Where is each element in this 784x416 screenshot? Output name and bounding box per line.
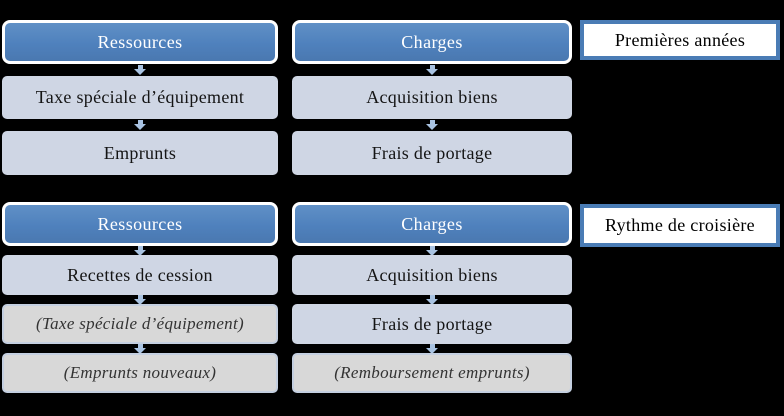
header-box-charges: Charges bbox=[292, 20, 572, 64]
connector bbox=[292, 294, 572, 305]
period-label-rythme-de-croisiere: Rythme de croisière bbox=[580, 204, 780, 247]
flow-box-recettes-de-cession: Recettes de cession bbox=[2, 255, 278, 295]
connector bbox=[292, 119, 572, 131]
flow-box-taxe-speciale: Taxe spéciale d’équipement bbox=[2, 76, 278, 119]
down-arrow-icon bbox=[134, 343, 146, 354]
flow-box-label: Emprunts bbox=[103, 142, 177, 163]
down-arrow-icon bbox=[426, 65, 438, 75]
connector bbox=[2, 245, 278, 256]
flow-box-frais-de-portage: Frais de portage bbox=[292, 304, 572, 344]
connector bbox=[292, 64, 572, 76]
flow-box-label: Acquisition biens bbox=[366, 87, 498, 107]
down-arrow-icon bbox=[426, 343, 438, 354]
down-arrow-icon bbox=[134, 294, 146, 305]
header-box-ressources: Ressources bbox=[2, 20, 278, 64]
flow-box-remboursement-emprunts: (Remboursement emprunts) bbox=[292, 353, 572, 393]
header-label: Ressources bbox=[97, 213, 183, 234]
period-label-text: Rythme de croisière bbox=[605, 215, 755, 235]
period-label-premieres-annees: Premières années bbox=[580, 20, 780, 60]
flow-box-label: Taxe spéciale d’équipement bbox=[35, 87, 245, 107]
down-arrow-icon bbox=[426, 245, 438, 256]
charges-column-2: Charges Acquisition biens Frais de porta… bbox=[292, 202, 572, 393]
header-label: Charges bbox=[401, 213, 463, 234]
down-arrow-icon bbox=[426, 294, 438, 305]
flow-box-emprunts-nouveaux: (Emprunts nouveaux) bbox=[2, 353, 278, 393]
connector bbox=[292, 245, 572, 256]
flow-box-label: Frais de portage bbox=[371, 142, 493, 163]
header-box-ressources: Ressources bbox=[2, 202, 278, 246]
flow-box-acquisition-biens: Acquisition biens bbox=[292, 76, 572, 119]
flow-box-frais-de-portage: Frais de portage bbox=[292, 131, 572, 175]
header-label: Ressources bbox=[97, 31, 183, 52]
connector bbox=[2, 343, 278, 354]
flow-box-label: (Taxe spéciale d’équipement) bbox=[36, 314, 244, 333]
connector bbox=[2, 294, 278, 305]
flow-box-label: Acquisition biens bbox=[366, 264, 498, 285]
connector bbox=[292, 343, 572, 354]
period-label-text: Premières années bbox=[614, 29, 746, 50]
down-arrow-icon bbox=[134, 65, 146, 75]
down-arrow-icon bbox=[426, 120, 438, 130]
flow-box-taxe-speciale-muted: (Taxe spéciale d’équipement) bbox=[2, 304, 278, 344]
down-arrow-icon bbox=[134, 120, 146, 130]
flow-box-label: Frais de portage bbox=[371, 313, 493, 334]
flow-box-label: (Emprunts nouveaux) bbox=[63, 363, 217, 382]
header-label: Charges bbox=[401, 31, 463, 52]
ressources-column-1: Ressources Taxe spéciale d’équipement Em… bbox=[2, 20, 278, 175]
flow-box-label: Recettes de cession bbox=[67, 264, 213, 285]
ressources-column-2: Ressources Recettes de cession (Taxe spé… bbox=[2, 202, 278, 393]
header-box-charges: Charges bbox=[292, 202, 572, 246]
connector bbox=[2, 119, 278, 131]
charges-column-1: Charges Acquisition biens Frais de porta… bbox=[292, 20, 572, 175]
flow-box-acquisition-biens: Acquisition biens bbox=[292, 255, 572, 295]
down-arrow-icon bbox=[134, 245, 146, 256]
connector bbox=[2, 64, 278, 76]
flow-box-emprunts: Emprunts bbox=[2, 131, 278, 175]
flow-box-label: (Remboursement emprunts) bbox=[334, 363, 530, 382]
